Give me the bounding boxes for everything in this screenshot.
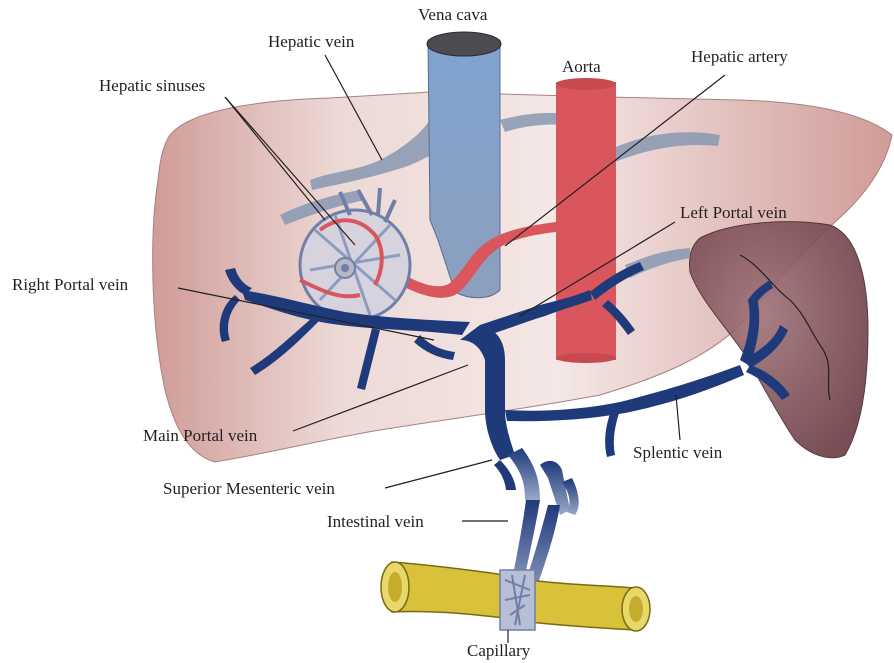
label-vena-cava: Vena cava	[418, 5, 488, 24]
label-right-portal-vein: Right Portal vein	[12, 275, 129, 294]
label-superior-mesenteric-vein: Superior Mesenteric vein	[163, 479, 335, 498]
label-hepatic-sinuses: Hepatic sinuses	[99, 76, 205, 95]
label-capillary: Capillary	[467, 641, 531, 660]
aorta	[556, 82, 616, 360]
intestine	[381, 562, 650, 631]
label-aorta: Aorta	[562, 57, 601, 76]
label-left-portal-vein: Left Portal vein	[680, 203, 787, 222]
label-hepatic-artery: Hepatic artery	[691, 47, 788, 66]
aorta-bottom	[556, 353, 616, 363]
label-hepatic-vein: Hepatic vein	[268, 32, 355, 51]
label-main-portal-vein: Main Portal vein	[143, 426, 258, 445]
label-intestinal-vein: Intestinal vein	[327, 512, 424, 531]
label-splentic-vein: Splentic vein	[633, 443, 723, 462]
vena-cava-opening	[427, 32, 501, 56]
aorta-top	[556, 78, 616, 90]
